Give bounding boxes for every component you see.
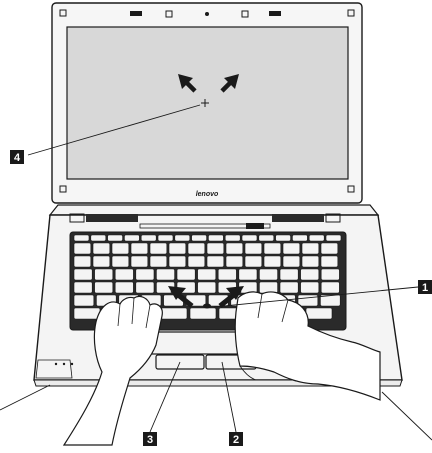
keyboard-key <box>115 269 133 280</box>
keyboard-key <box>326 235 341 241</box>
keyboard-key <box>177 269 195 280</box>
keyboard-key <box>112 243 129 254</box>
keyboard-key <box>321 243 338 254</box>
keyboard-key <box>321 269 339 280</box>
keyboard-key <box>259 269 277 280</box>
keyboard-key <box>150 256 167 267</box>
keyboard-key <box>74 308 100 319</box>
keyboard-key <box>136 282 154 293</box>
keyboard-key <box>226 243 243 254</box>
keyboard-key <box>190 308 216 319</box>
keyboard-key <box>283 243 300 254</box>
keyboard-key <box>74 243 91 254</box>
keyboard-key <box>175 235 190 241</box>
keyboard-key <box>169 256 186 267</box>
keyboard-key <box>141 235 156 241</box>
keyboard-key <box>245 256 262 267</box>
keyboard-key <box>108 235 123 241</box>
keyboard-key <box>95 269 113 280</box>
callout-3: 3 <box>143 432 157 446</box>
callout-number: 3 <box>147 434 153 446</box>
keyboard-key <box>150 243 167 254</box>
keyboard-key <box>192 235 207 241</box>
keyboard-key <box>131 243 148 254</box>
keyboard-key <box>169 243 186 254</box>
keyboard-key <box>276 235 291 241</box>
keyboard-key <box>198 269 216 280</box>
keyboard-key <box>198 282 216 293</box>
keyboard-key <box>302 256 319 267</box>
keyboard-key <box>225 235 240 241</box>
keyboard-key <box>239 269 257 280</box>
callout-2: 2 <box>229 432 243 446</box>
keyboard-key <box>158 235 173 241</box>
keyboard-key <box>264 256 281 267</box>
keyboard-key <box>188 256 205 267</box>
keyboard-key <box>95 282 113 293</box>
keyboard-key <box>280 269 298 280</box>
keyboard-key <box>242 235 257 241</box>
keyboard-key <box>264 243 281 254</box>
webcam <box>205 12 209 16</box>
keyboard-key <box>74 295 94 306</box>
keyboard-key <box>124 235 139 241</box>
keyboard-key <box>112 256 129 267</box>
callout-1: 1 <box>418 280 432 294</box>
keyboard-key <box>74 256 91 267</box>
keyboard-key <box>74 269 92 280</box>
keyboard-key <box>321 256 338 267</box>
keyboard-key <box>280 282 298 293</box>
keyboard-key <box>136 269 154 280</box>
keyboard-key <box>74 282 92 293</box>
keyboard-key <box>131 256 148 267</box>
keyboard-key <box>301 282 319 293</box>
keyboard-key <box>259 235 274 241</box>
keyboard-key <box>115 282 133 293</box>
keyboard-key <box>301 269 319 280</box>
keyboard-key <box>309 235 324 241</box>
keyboard-key <box>259 282 277 293</box>
keyboard-key <box>306 308 332 319</box>
keyboard-key <box>91 235 106 241</box>
keyboard-key <box>292 235 307 241</box>
keyboard-key <box>207 243 224 254</box>
keyboard-key <box>208 235 223 241</box>
keyboard-key <box>283 256 300 267</box>
callout-4: 4 <box>10 150 24 164</box>
keyboard-key <box>298 295 318 306</box>
keyboard-key <box>245 243 262 254</box>
keyboard-key <box>218 269 236 280</box>
keyboard-key <box>74 235 89 241</box>
callout-number: 2 <box>233 434 239 446</box>
keyboard-key <box>226 256 243 267</box>
brand-logo: lenovo <box>196 191 219 198</box>
callout-number: 1 <box>422 282 428 294</box>
keyboard-key <box>93 243 110 254</box>
callout-number: 4 <box>14 152 21 164</box>
keyboard-key <box>302 243 319 254</box>
keyboard-key <box>161 308 187 319</box>
keyboard-key <box>188 243 205 254</box>
keyboard-key <box>93 256 110 267</box>
keyboard-key <box>321 282 339 293</box>
keyboard-key <box>207 256 224 267</box>
keyboard-key <box>156 269 174 280</box>
